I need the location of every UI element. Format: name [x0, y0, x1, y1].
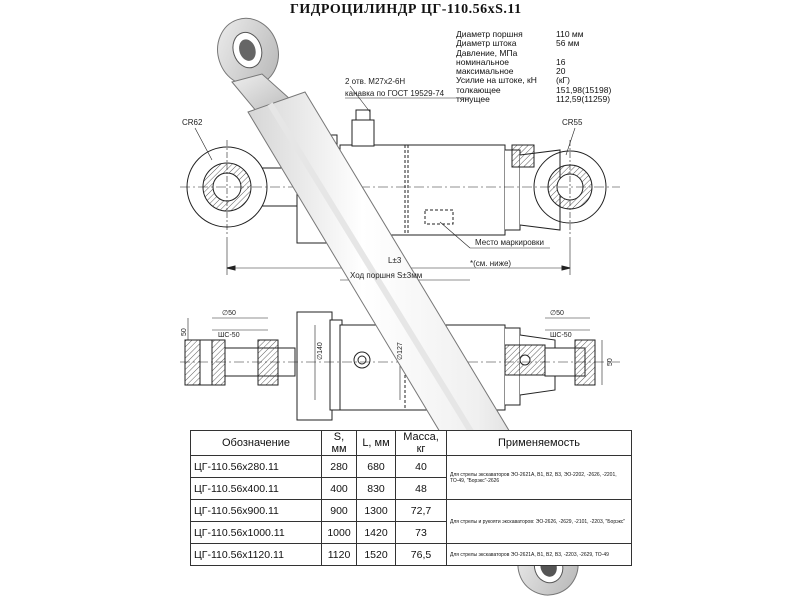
length-cell: 1420	[356, 521, 396, 544]
drawing-title: ГИДРОЦИЛИНДР ЦГ-110.56хS.11	[290, 2, 522, 17]
length-cell: 680	[356, 455, 396, 478]
marking-label: Место маркировки	[475, 238, 544, 247]
radius-left-label: СR62	[182, 118, 203, 127]
flange-dia-label: ∅140	[317, 342, 324, 360]
bore-right-label: ∅50	[550, 310, 564, 317]
stroke-dim-label: Ход поршня S±3мм	[350, 271, 422, 280]
length-cell: 1300	[356, 499, 396, 522]
application-cell: Для стрелы и рукояти экскаваторов: ЭО-26…	[446, 499, 632, 544]
see-below-label: *(см. ниже)	[470, 259, 511, 268]
table-row: ЦГ-110.56х280.11 280 680 40 Для стрелы э…	[190, 455, 632, 500]
bearing-right-label: ШС-50	[550, 332, 572, 339]
radius-right-label: СR55	[562, 118, 583, 127]
mass-cell: 73	[395, 521, 447, 544]
designation-cell: ЦГ-110.56х400.11	[190, 477, 322, 500]
width-left-label: 50	[181, 328, 188, 336]
stroke-cell: 900	[321, 499, 357, 522]
mass-cell: 76,5	[395, 543, 447, 566]
application-cell: Для стрелы экскаваторов ЭО-2621А, В1, В2…	[446, 543, 632, 566]
tube-dia-label: ∅127	[397, 342, 404, 360]
groove-note: канавка по ГОСТ 19529-74	[345, 89, 445, 98]
length-dim-label: L±3	[388, 256, 402, 265]
designation-cell: ЦГ-110.56х280.11	[190, 455, 322, 478]
stroke-cell: 400	[321, 477, 357, 500]
stroke-cell: 1120	[321, 543, 357, 566]
thread-note: 2 отв. М27х2-6Н	[345, 77, 405, 86]
stroke-cell: 280	[321, 455, 357, 478]
spec-row: Давление, МПа	[456, 47, 518, 58]
length-cell: 830	[356, 477, 396, 500]
designation-cell: ЦГ-110.56х1120.11	[190, 543, 322, 566]
bore-left-label: ∅50	[222, 310, 236, 317]
col-designation: Обозначение	[190, 430, 322, 456]
application-cell: Для стрелы экскаваторов ЭО-2621А, В1, В2…	[446, 455, 632, 500]
table-row: ЦГ-110.56х900.11 900 1300 72,7 Для стрел…	[190, 499, 632, 544]
spec-row: Усилие на штоке, кН(кГ)	[456, 75, 570, 86]
col-stroke: S, мм	[321, 430, 357, 456]
table-row: ЦГ-110.56х1120.11 1120 1520 76,5 Для стр…	[190, 543, 632, 566]
variants-table: Обозначение S, мм L, мм Масса, кг Примен…	[190, 430, 632, 566]
col-mass: Масса, кг	[395, 430, 447, 456]
table-row: ЦГ-110.56х1000.11 1000 1420 73	[190, 521, 632, 544]
port-bottom	[353, 351, 371, 369]
table-header-row: Обозначение S, мм L, мм Масса, кг Примен…	[190, 430, 632, 456]
col-application: Применяемость	[446, 430, 632, 456]
length-cell: 1520	[356, 543, 396, 566]
col-length: L, мм	[356, 430, 396, 456]
port-top	[351, 119, 375, 147]
designation-cell: ЦГ-110.56х900.11	[190, 499, 322, 522]
right-eye-outer	[533, 150, 607, 224]
mass-cell: 48	[395, 477, 447, 500]
mass-cell: 40	[395, 455, 447, 478]
designation-cell: ЦГ-110.56х1000.11	[190, 521, 322, 544]
bearing-left-label: ШС-50	[218, 332, 240, 339]
stroke-cell: 1000	[321, 521, 357, 544]
width-right-label: 50	[607, 358, 614, 366]
mass-cell: 72,7	[395, 499, 447, 522]
